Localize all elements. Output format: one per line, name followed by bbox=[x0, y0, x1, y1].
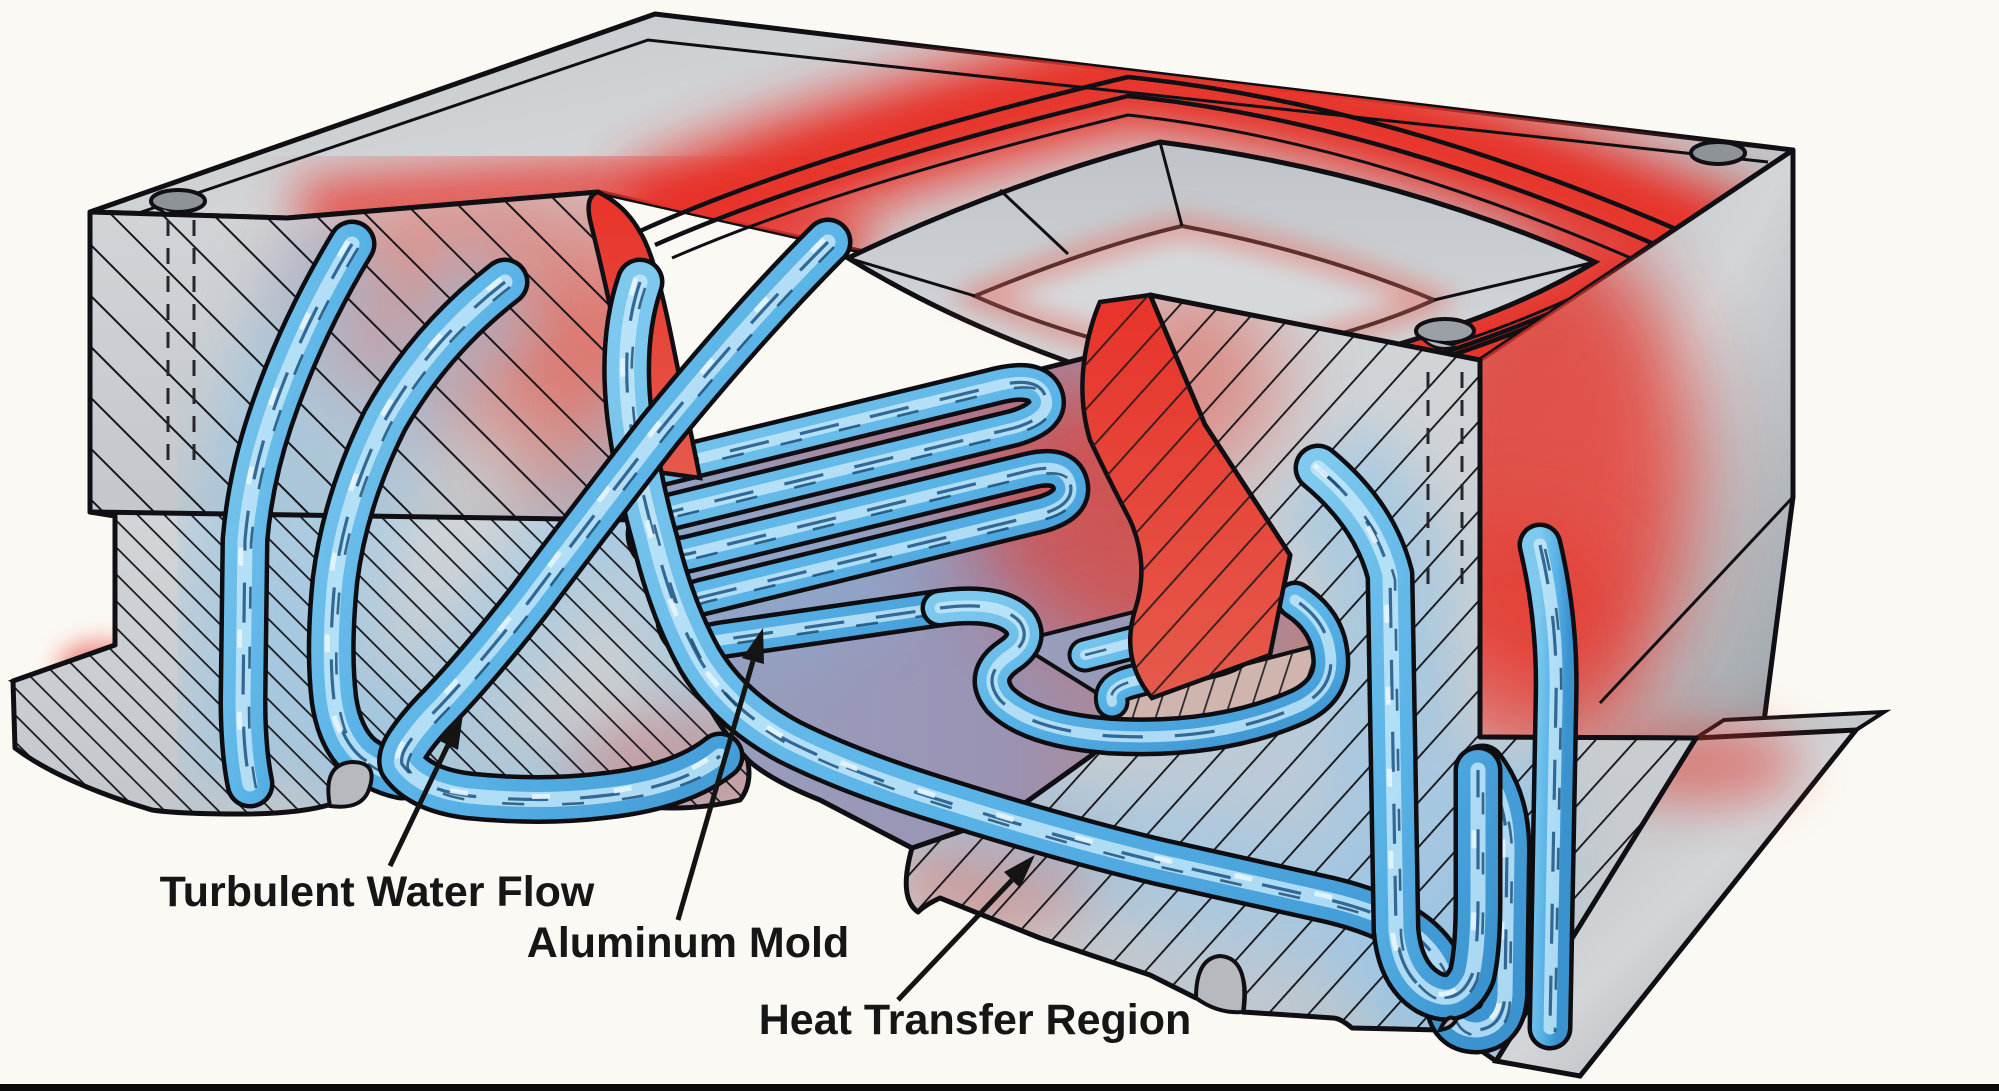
top-face-chamfer-line bbox=[111, 38, 1769, 224]
bolt-bore-hidden-lines-right bbox=[1426, 372, 1464, 595]
bottom-rule bbox=[0, 1084, 1999, 1091]
label-heat-transfer-region: Heat Transfer Region bbox=[759, 855, 1192, 1044]
label-aluminum-text: Aluminum Mold bbox=[527, 919, 849, 967]
label-turbulent-text: Turbulent Water Flow bbox=[160, 868, 595, 916]
cut-edge-curls bbox=[326, 759, 1459, 1033]
arrowhead-turbulent-icon bbox=[438, 714, 463, 750]
arrowhead-heat-icon bbox=[1004, 855, 1035, 888]
label-turbulent-water-flow: Turbulent Water Flow bbox=[160, 714, 595, 916]
leader-line-turbulent bbox=[387, 743, 451, 868]
bolt-hole-front-right bbox=[1414, 317, 1476, 350]
bolt-hole-top-right bbox=[1689, 140, 1747, 166]
bolt-bore-hidden-lines-left bbox=[166, 220, 196, 468]
label-heat-text: Heat Transfer Region bbox=[759, 996, 1192, 1044]
arrowhead-aluminum-icon bbox=[742, 628, 764, 664]
right-face-crease bbox=[1598, 495, 1795, 705]
cooling-channel-far-right bbox=[1540, 545, 1561, 1032]
leader-line-heat bbox=[896, 878, 1014, 1002]
leader-line-aluminum bbox=[675, 660, 756, 921]
annotation-labels: Turbulent Water Flow Aluminum Mold Heat … bbox=[160, 628, 1192, 1044]
label-aluminum-mold: Aluminum Mold bbox=[527, 628, 849, 967]
